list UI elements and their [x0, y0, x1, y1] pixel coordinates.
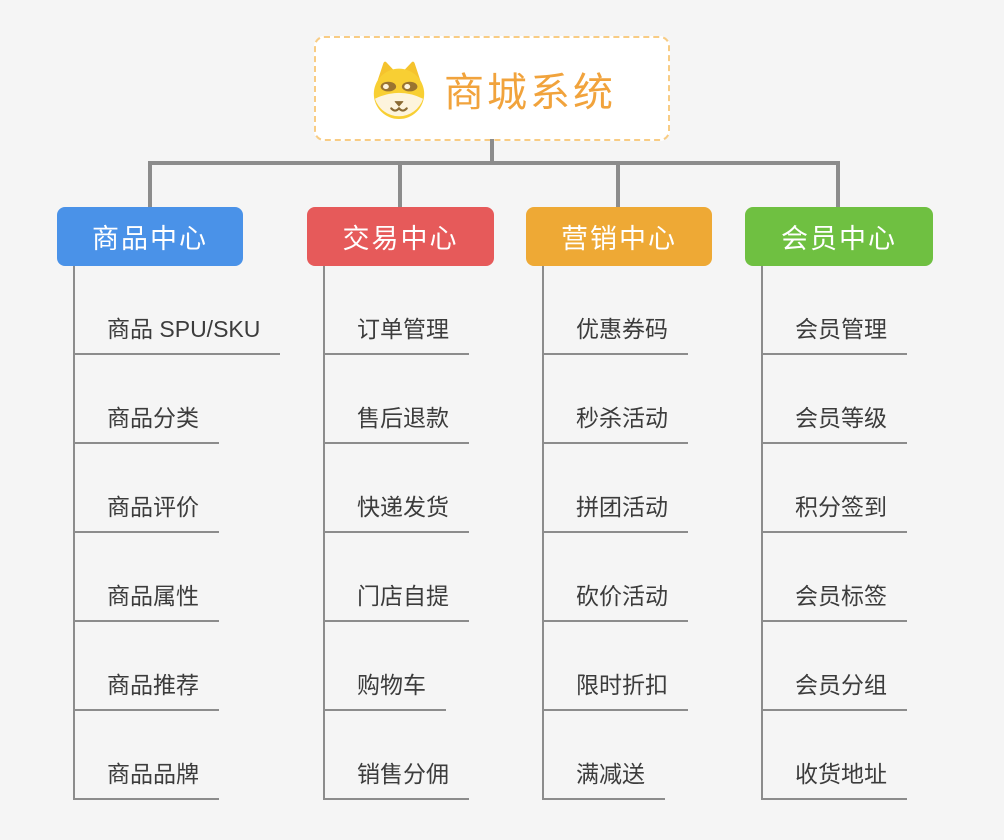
root-title: 商城系统 [444, 70, 616, 115]
leaf-label: 会员标签 [761, 577, 907, 622]
leaf-node[interactable]: 商品分类 [73, 355, 313, 444]
leaf-label: 订单管理 [323, 310, 469, 355]
leaf-label: 秒杀活动 [542, 399, 688, 444]
leaf-list-trade: 订单管理 售后退款 快递发货 门店自提 购物车 销售分佣 [323, 266, 563, 800]
leaf-label: 会员等级 [761, 399, 907, 444]
leaf-node[interactable]: 商品推荐 [73, 622, 313, 711]
leaf-node[interactable]: 商品 SPU/SKU [73, 266, 313, 355]
branch-node-marketing[interactable]: 营销中心 [526, 207, 712, 266]
leaf-label: 门店自提 [323, 577, 469, 622]
branch-node-member[interactable]: 会员中心 [745, 207, 933, 266]
connector-root-stub [490, 139, 494, 163]
connector-horizontal-rail [148, 161, 840, 165]
leaf-label: 砍价活动 [542, 577, 688, 622]
branch-node-product[interactable]: 商品中心 [57, 207, 243, 266]
leaf-node[interactable]: 门店自提 [323, 533, 563, 622]
leaf-node[interactable]: 快递发货 [323, 444, 563, 533]
leaf-node[interactable]: 砍价活动 [542, 533, 782, 622]
leaf-node[interactable]: 购物车 [323, 622, 563, 711]
root-node[interactable]: 商城系统 [314, 36, 670, 141]
leaf-label: 会员管理 [761, 310, 907, 355]
leaf-label: 收货地址 [761, 755, 907, 800]
leaf-node[interactable]: 收货地址 [761, 711, 1001, 800]
branch-label: 交易中心 [342, 224, 459, 254]
leaf-label: 商品 SPU/SKU [73, 310, 281, 355]
leaf-node[interactable]: 拼团活动 [542, 444, 782, 533]
leaf-label: 购物车 [323, 666, 446, 711]
leaf-label: 积分签到 [761, 488, 907, 533]
leaf-node[interactable]: 售后退款 [323, 355, 563, 444]
leaf-node[interactable]: 订单管理 [323, 266, 563, 355]
leaf-label: 会员分组 [761, 666, 907, 711]
leaf-node[interactable]: 积分签到 [761, 444, 1001, 533]
leaf-list-marketing: 优惠券码 秒杀活动 拼团活动 砍价活动 限时折扣 满减送 [542, 266, 782, 800]
branch-label: 会员中心 [781, 224, 897, 254]
branch-node-trade[interactable]: 交易中心 [307, 207, 494, 266]
leaf-node[interactable]: 会员等级 [761, 355, 1001, 444]
leaf-label: 限时折扣 [542, 666, 688, 711]
leaf-label: 商品评价 [73, 488, 219, 533]
connector-branch-stub [836, 163, 840, 208]
leaf-list-member: 会员管理 会员等级 积分签到 会员标签 会员分组 收货地址 [761, 266, 1001, 800]
leaf-node[interactable]: 秒杀活动 [542, 355, 782, 444]
connector-branch-stub [398, 163, 402, 208]
leaf-node[interactable]: 商品属性 [73, 533, 313, 622]
leaf-node[interactable]: 销售分佣 [323, 711, 563, 800]
leaf-label: 商品推荐 [73, 666, 219, 711]
leaf-label: 拼团活动 [542, 488, 688, 533]
leaf-label: 优惠券码 [542, 310, 688, 355]
branch-label: 营销中心 [561, 224, 677, 254]
branch-label: 商品中心 [92, 224, 208, 254]
leaf-label: 商品分类 [73, 399, 219, 444]
leaf-label: 快递发货 [323, 488, 469, 533]
leaf-node[interactable]: 满减送 [542, 711, 782, 800]
leaf-node[interactable]: 商品品牌 [73, 711, 313, 800]
leaf-label: 销售分佣 [323, 755, 469, 800]
leaf-label: 售后退款 [323, 399, 469, 444]
leaf-node[interactable]: 商品评价 [73, 444, 313, 533]
leaf-list-product: 商品 SPU/SKU 商品分类 商品评价 商品属性 商品推荐 商品品牌 [73, 266, 313, 800]
leaf-node[interactable]: 限时折扣 [542, 622, 782, 711]
connector-branch-stub [616, 163, 620, 208]
connector-branch-stub [148, 163, 152, 208]
leaf-node[interactable]: 优惠券码 [542, 266, 782, 355]
leaf-node[interactable]: 会员分组 [761, 622, 1001, 711]
leaf-label: 满减送 [542, 755, 665, 800]
leaf-node[interactable]: 会员标签 [761, 533, 1001, 622]
leaf-label: 商品属性 [73, 577, 219, 622]
leaf-node[interactable]: 会员管理 [761, 266, 1001, 355]
leaf-label: 商品品牌 [73, 755, 219, 800]
dog-face-icon [368, 58, 430, 120]
